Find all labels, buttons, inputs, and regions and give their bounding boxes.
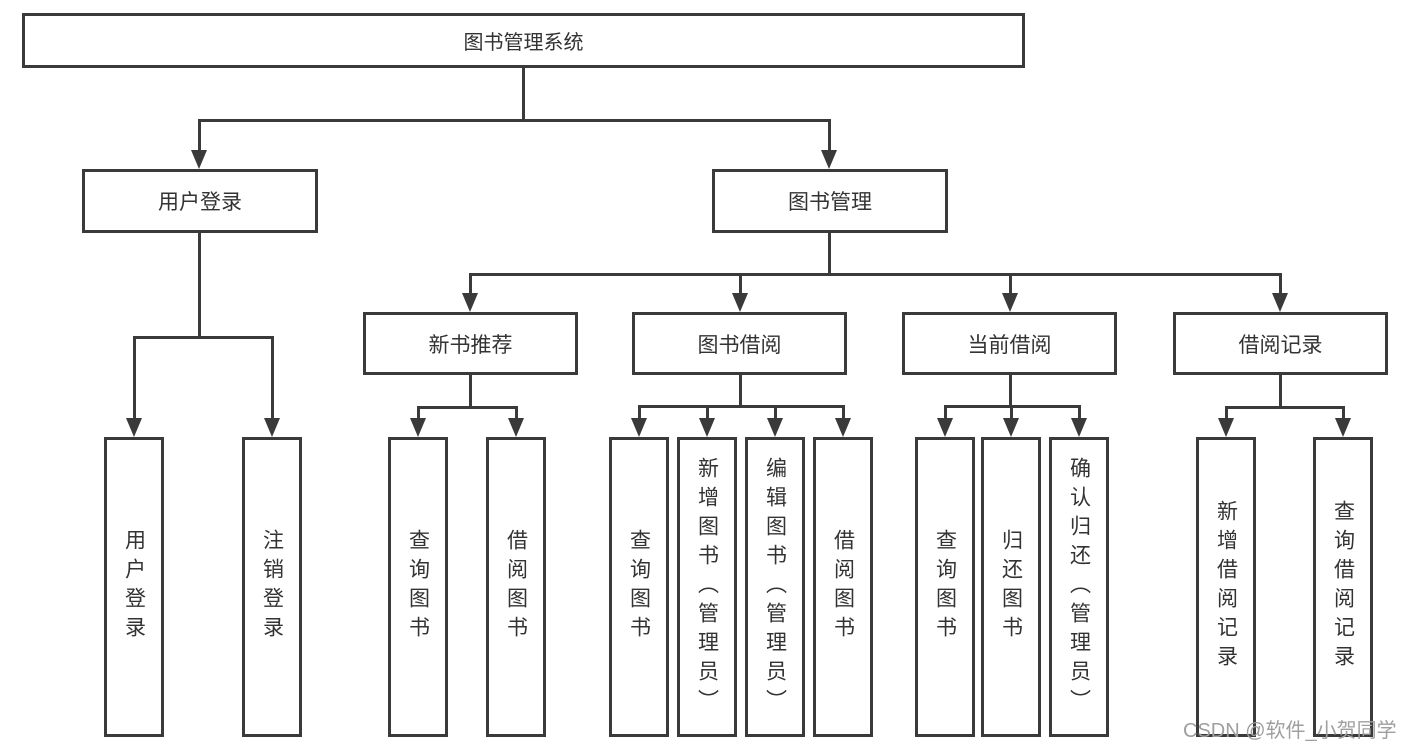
arrow-to-leaf-borrow-recommend — [508, 418, 524, 437]
connector-userlogin-drop-2 — [271, 336, 274, 420]
connector-borrow-drop-2 — [706, 405, 709, 420]
arrow-to-current-borrow — [1002, 293, 1018, 312]
arrow-to-leaf-return-books — [1003, 418, 1019, 437]
arrow-to-leaf-query-borrow — [631, 418, 647, 437]
arrow-to-leaf-add-books — [699, 418, 715, 437]
arrow-to-leaf-borrow-books — [835, 418, 851, 437]
leaf-query-books-recommend: 查询图书 — [388, 437, 448, 737]
leaf-confirm-return-admin: 确认归还（管理员） — [1049, 437, 1109, 737]
connector-root-drop-left — [198, 119, 201, 153]
arrow-to-leaf-logout — [264, 418, 280, 437]
connector-bookmgmt-drop-3 — [1009, 273, 1012, 295]
arrow-to-book-borrow — [732, 293, 748, 312]
node-new-book-recommend: 新书推荐 — [363, 312, 578, 375]
connector-records-stem — [1279, 375, 1282, 406]
leaf-query-books-borrow: 查询图书 — [609, 437, 669, 737]
connector-userlogin-stem — [198, 233, 201, 336]
connector-recommend-drop-1 — [417, 406, 420, 420]
arrow-to-user-login — [191, 150, 207, 169]
connector-bookmgmt-drop-1 — [469, 273, 472, 295]
connector-current-drop-3 — [1078, 405, 1081, 420]
leaf-query-borrow-record: 查询借阅记录 — [1313, 437, 1373, 737]
arrow-to-borrow-records — [1272, 293, 1288, 312]
arrow-to-leaf-user-login — [126, 418, 142, 437]
connector-recommend-bar — [417, 406, 518, 409]
leaf-add-borrow-record: 新增借阅记录 — [1196, 437, 1256, 737]
node-book-borrow: 图书借阅 — [632, 312, 847, 375]
connector-records-drop-2 — [1342, 406, 1345, 420]
leaf-borrow-books: 借阅图书 — [813, 437, 873, 737]
connector-bookmgmt-drop-2 — [739, 273, 742, 295]
arrow-to-new-book-recommend — [462, 293, 478, 312]
leaf-return-books: 归还图书 — [981, 437, 1041, 737]
csdn-watermark: CSDN @软件_小贺同学 — [1183, 720, 1397, 742]
arrow-to-leaf-confirm-return — [1071, 418, 1087, 437]
node-book-management: 图书管理 — [712, 169, 948, 233]
connector-borrow-drop-1 — [638, 405, 641, 420]
leaf-edit-books-admin: 编辑图书（管理员） — [745, 437, 805, 737]
arrow-to-leaf-query-record — [1335, 418, 1351, 437]
connector-borrow-bar — [638, 405, 845, 408]
connector-records-drop-1 — [1225, 406, 1228, 420]
connector-borrow-stem — [739, 375, 742, 405]
connector-bookmgmt-bar — [469, 273, 1282, 276]
leaf-query-books-current: 查询图书 — [915, 437, 975, 737]
arrow-to-leaf-query-recommend — [410, 418, 426, 437]
connector-current-stem — [1009, 375, 1012, 405]
arrow-to-leaf-add-record — [1218, 418, 1234, 437]
connector-bookmgmt-stem — [828, 233, 831, 273]
connector-borrow-drop-4 — [842, 405, 845, 420]
connector-current-drop-1 — [944, 405, 947, 420]
connector-records-bar — [1225, 406, 1344, 409]
connector-recommend-drop-2 — [515, 406, 518, 420]
connector-root-bar — [198, 119, 831, 122]
connector-current-drop-2 — [1010, 405, 1013, 420]
connector-userlogin-drop-1 — [133, 336, 136, 420]
arrow-to-book-management — [821, 150, 837, 169]
node-root-system: 图书管理系统 — [22, 13, 1025, 68]
connector-borrow-drop-3 — [774, 405, 777, 420]
node-current-borrow: 当前借阅 — [902, 312, 1117, 375]
leaf-logout: 注销登录 — [242, 437, 302, 737]
node-user-login: 用户登录 — [82, 169, 318, 233]
connector-root-drop-right — [828, 119, 831, 153]
connector-userlogin-bar — [133, 336, 274, 339]
arrow-to-leaf-query-current — [937, 418, 953, 437]
leaf-borrow-books-recommend: 借阅图书 — [486, 437, 546, 737]
arrow-to-leaf-edit-books — [767, 418, 783, 437]
leaf-add-books-admin: 新增图书（管理员） — [677, 437, 737, 737]
connector-root-stem — [522, 68, 525, 119]
connector-recommend-stem — [469, 375, 472, 406]
connector-bookmgmt-drop-4 — [1279, 273, 1282, 295]
leaf-user-login: 用户登录 — [104, 437, 164, 737]
node-borrow-records: 借阅记录 — [1173, 312, 1388, 375]
